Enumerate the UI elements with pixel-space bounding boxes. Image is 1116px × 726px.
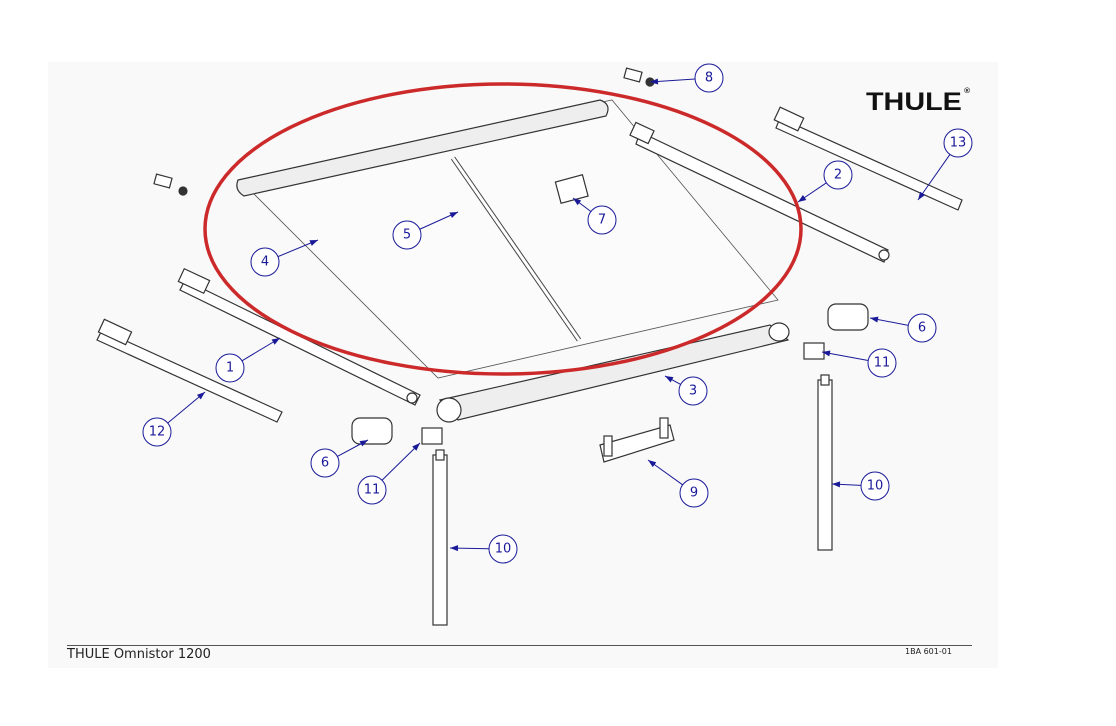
part-tension-rafter	[450, 156, 582, 342]
part-arm-13	[773, 106, 963, 211]
callout-11: 11	[821, 348, 897, 378]
leader-line	[167, 391, 206, 424]
callout-label: 1	[226, 361, 234, 376]
callout-circle	[392, 220, 422, 250]
callout-3: 3	[664, 375, 708, 406]
part-arm-12	[96, 318, 283, 423]
callout-8: 8	[649, 63, 724, 93]
callout-1: 1	[215, 337, 281, 383]
highlight-ellipse	[203, 82, 803, 376]
callout-10: 10	[449, 534, 518, 564]
callout-13: 13	[917, 128, 973, 201]
logo-text: THULE	[866, 88, 962, 116]
callout-circle	[250, 247, 280, 277]
callout-circle	[488, 534, 518, 564]
callout-6: 6	[310, 439, 369, 478]
arrowhead-icon	[271, 338, 280, 345]
callout-4: 4	[250, 239, 319, 277]
callout-label: 12	[149, 425, 166, 440]
callout-circle	[587, 205, 617, 235]
footer-code: 1BA 601-01	[905, 647, 952, 656]
callout-label: 13	[950, 136, 967, 151]
callout-circle	[357, 475, 387, 505]
callout-label: 2	[834, 168, 842, 183]
arrowhead-icon	[832, 481, 841, 488]
callout-circle	[907, 313, 937, 343]
part-arm-1	[177, 267, 421, 406]
part-holder-9	[599, 417, 675, 463]
callout-label: 6	[918, 321, 926, 336]
thule-logo: THULE®	[866, 88, 970, 117]
registered-mark: ®	[964, 88, 971, 95]
callout-label: 4	[261, 255, 269, 270]
callout-label: 11	[874, 356, 891, 371]
arrowhead-icon	[798, 195, 807, 202]
callout-5: 5	[392, 211, 459, 250]
arrowhead-icon	[650, 78, 659, 85]
part-end-cap-8	[153, 67, 655, 196]
arrowhead-icon	[918, 191, 926, 200]
callout-circle	[860, 471, 890, 501]
callout-circle	[679, 478, 709, 508]
arrowhead-icon	[309, 240, 318, 246]
callout-11: 11	[357, 442, 421, 505]
callout-circle	[823, 160, 853, 190]
part-front-profile-3	[436, 322, 790, 423]
footer-title: THULE Omnistor 1200	[67, 647, 211, 662]
arrowhead-icon	[648, 460, 657, 468]
arrowhead-icon	[359, 440, 368, 447]
part-cap-6	[351, 303, 869, 445]
callout-label: 8	[705, 71, 713, 86]
callout-label: 10	[495, 542, 512, 557]
arrowhead-icon	[665, 376, 674, 383]
callout-label: 5	[403, 228, 411, 243]
footer-divider	[67, 645, 972, 646]
part-arm-2	[629, 121, 890, 263]
arrowhead-icon	[573, 198, 582, 206]
callout-circle	[678, 376, 708, 406]
callout-label: 11	[364, 483, 381, 498]
leader-line	[917, 154, 951, 201]
callout-circle	[867, 348, 897, 378]
part-clip-11	[421, 342, 825, 445]
callout-label: 10	[867, 479, 884, 494]
arrowhead-icon	[822, 350, 831, 357]
callout-circle	[142, 417, 172, 447]
callout-circle	[694, 63, 724, 93]
callout-10: 10	[831, 471, 890, 501]
arrowhead-icon	[412, 443, 420, 451]
part-leg-10	[432, 374, 833, 626]
arrowhead-icon	[196, 392, 205, 400]
callout-circle	[310, 448, 340, 478]
callout-circle	[943, 128, 973, 158]
callout-label: 3	[689, 384, 697, 399]
arrowhead-icon	[450, 545, 459, 552]
callout-9: 9	[647, 459, 709, 508]
callout-circle	[215, 353, 245, 383]
arrowhead-icon	[449, 212, 458, 219]
callout-label: 6	[321, 456, 329, 471]
callout-7: 7	[572, 197, 617, 235]
callout-label: 9	[690, 486, 698, 501]
callout-2: 2	[797, 160, 853, 203]
callout-label: 7	[598, 213, 606, 228]
leader-line	[381, 442, 421, 481]
arrowhead-icon	[870, 316, 879, 323]
callout-12: 12	[142, 391, 206, 447]
callout-6: 6	[869, 313, 937, 343]
